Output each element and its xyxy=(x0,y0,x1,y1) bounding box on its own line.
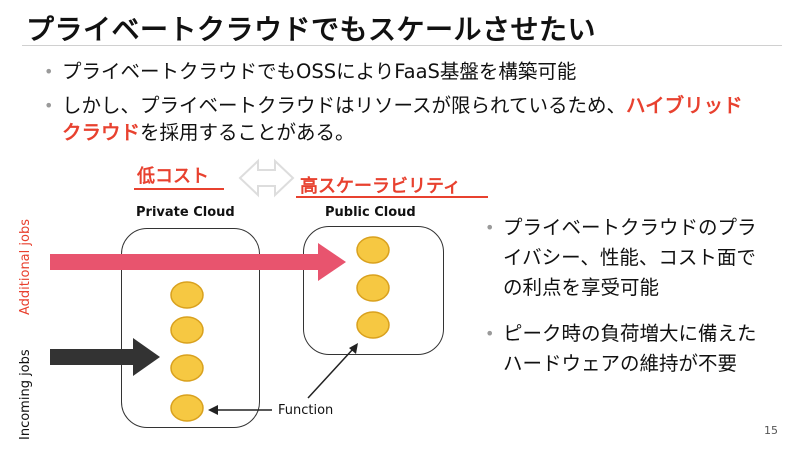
incoming-jobs-arrow xyxy=(50,338,160,376)
right-bullet-text: ピーク時の負荷増大に備えたハードウェアの維持が不要 xyxy=(503,322,757,375)
additional-jobs-label: Additional jobs xyxy=(18,219,33,315)
function-dot xyxy=(170,316,204,344)
bullet-hybrid-cloud: • しかし、プライベートクラウドはリソースが限られているため、ハイブリッドクラウ… xyxy=(44,92,762,146)
function-pointer-arrows xyxy=(208,343,358,415)
function-dot xyxy=(356,236,390,264)
right-bullet-text: プライベートクラウドのプライバシー、性能、コスト面での利点を享受可能 xyxy=(503,216,757,299)
page-number: 15 xyxy=(764,424,778,437)
function-dot xyxy=(170,281,204,309)
bullet-dot-icon: • xyxy=(44,96,54,115)
bullet-text: プライベートクラウドでもOSSによりFaaS基盤を構築可能 xyxy=(62,60,577,83)
bullet-text-post: を採用することがある。 xyxy=(140,121,355,144)
high-scalability-label: 高スケーラビリティ xyxy=(300,176,461,197)
function-dot xyxy=(356,274,390,302)
bullet-dot-icon: • xyxy=(485,218,495,237)
bullet-dot-icon: • xyxy=(44,62,54,81)
public-functions xyxy=(356,236,390,339)
right-bullet-benefits: • プライベートクラウドのプライバシー、性能、コスト面での利点を享受可能 xyxy=(485,213,773,303)
function-label: Function xyxy=(278,403,334,418)
private-cloud-label: Private Cloud xyxy=(136,205,235,220)
function-dot xyxy=(170,354,204,382)
bullet-text-pre: しかし、プライベートクラウドはリソースが限られているため、 xyxy=(62,94,626,117)
function-dot xyxy=(170,394,204,422)
private-functions xyxy=(170,281,204,422)
low-cost-label: 低コスト xyxy=(137,166,209,187)
function-dot xyxy=(356,311,390,339)
additional-jobs-arrow xyxy=(50,243,346,281)
low-cost-underline xyxy=(134,188,224,190)
bullet-highlight: ハイブリッドクラウド xyxy=(62,94,743,144)
right-bullet-peak: • ピーク時の負荷増大に備えたハードウェアの維持が不要 xyxy=(485,319,773,379)
bullet-dot-icon: • xyxy=(485,324,495,343)
bullet-oss-faas: • プライベートクラウドでもOSSによりFaaS基盤を構築可能 xyxy=(44,58,577,85)
slide-title: プライベートクラウドでもスケールさせたい xyxy=(26,13,597,46)
high-scalability-underline xyxy=(296,196,488,198)
incoming-jobs-label: Incoming jobs xyxy=(18,349,33,440)
title-divider xyxy=(22,45,782,46)
tradeoff-double-arrow-icon xyxy=(238,158,295,198)
public-cloud-label: Public Cloud xyxy=(325,205,416,220)
